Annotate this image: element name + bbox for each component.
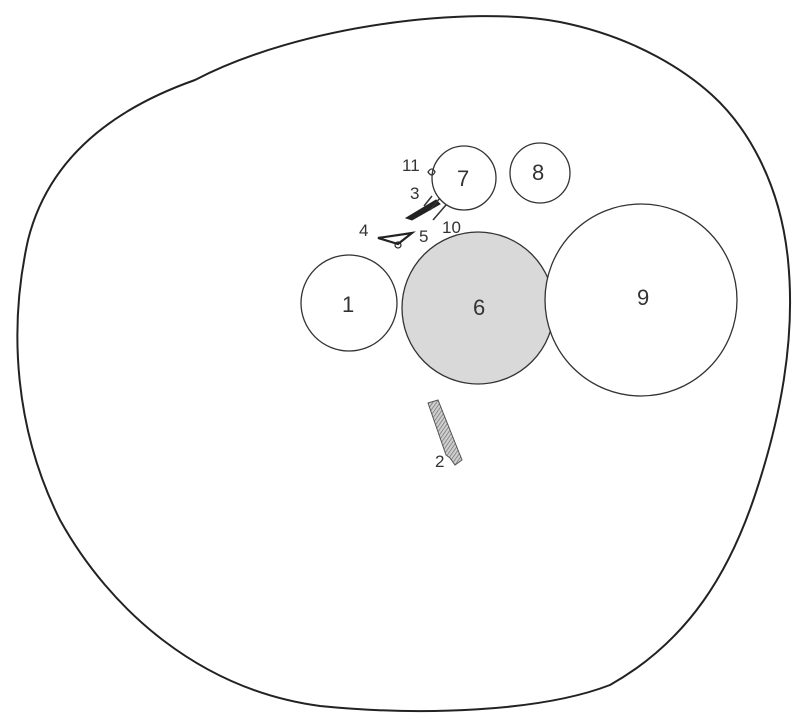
structure-2 [428, 400, 462, 465]
label-4: 4 [359, 221, 368, 240]
label-2: 2 [435, 452, 444, 471]
label-6: 6 [473, 295, 485, 320]
label-11: 11 [402, 156, 420, 175]
label-1: 1 [342, 292, 354, 317]
label-5: 5 [419, 227, 428, 246]
label-10: 10 [442, 218, 461, 237]
label-3: 3 [410, 184, 419, 203]
label-7: 7 [457, 166, 469, 191]
label-8: 8 [532, 160, 544, 185]
structure-4-5 [378, 233, 412, 244]
label-9: 9 [637, 285, 649, 310]
